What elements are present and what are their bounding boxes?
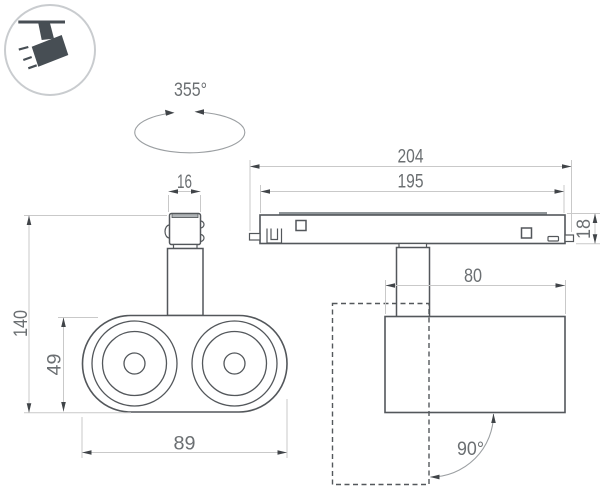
dim-track-height: 18 [574,219,595,239]
end-tab-left [248,232,261,241]
track-spotlight-icon [4,4,96,96]
icon-light-rays [18,45,38,70]
rotation-arrow-left-icon [165,109,175,116]
lamp-body-side [384,315,566,414]
stem-front [166,247,204,317]
icon-lamp-body [31,35,69,67]
lens-left-center [123,352,146,375]
spring-clip [266,228,283,244]
stem-side [395,246,431,318]
dim-head-width: 89 [174,434,196,455]
rotation-ellipse [134,111,246,154]
rotation-arrow-right-icon [194,109,204,115]
rotated-position-outline [331,302,430,486]
lens-left-outer [91,320,178,407]
icon-ceiling-track [18,20,65,24]
tilt-arrow-left-icon [430,474,440,480]
lens-left-middle [101,330,168,397]
tilt-angle-label: 90° [457,439,484,460]
dim-head-height: 49 [45,354,66,376]
adapter-window-left [295,219,307,232]
dim-connector-width: 16 [177,172,192,193]
rotation-angle-label: 355° [174,80,207,101]
lens-right-outer [191,320,278,407]
rotation-indicator: 355° [134,80,246,154]
icon-stem [38,23,54,40]
adapter-window-right [520,227,533,239]
track-connector [168,212,202,246]
dimensions-front: 16 140 49 89 [11,172,288,458]
tilt-arc [430,413,495,478]
tilt-arrow-up-icon [491,413,496,423]
tilt-indicator: 90° [430,413,496,480]
dim-track-length-inner: 195 [398,172,424,193]
adapter-slot [547,235,560,242]
dim-track-length-outer: 204 [398,147,424,168]
lens-right-middle [201,330,268,397]
front-view [81,212,288,413]
track-top-strip [279,212,547,216]
lens-right-center [223,352,246,375]
connector-cap [171,213,199,219]
track-adapter-bar [259,214,566,245]
side-view [248,212,575,486]
dim-body-width: 80 [464,266,482,287]
dimensions-side: 204 195 18 80 [249,147,600,314]
end-tab-right [564,234,575,243]
lamp-head [81,314,288,413]
dim-overall-height: 140 [11,310,32,337]
